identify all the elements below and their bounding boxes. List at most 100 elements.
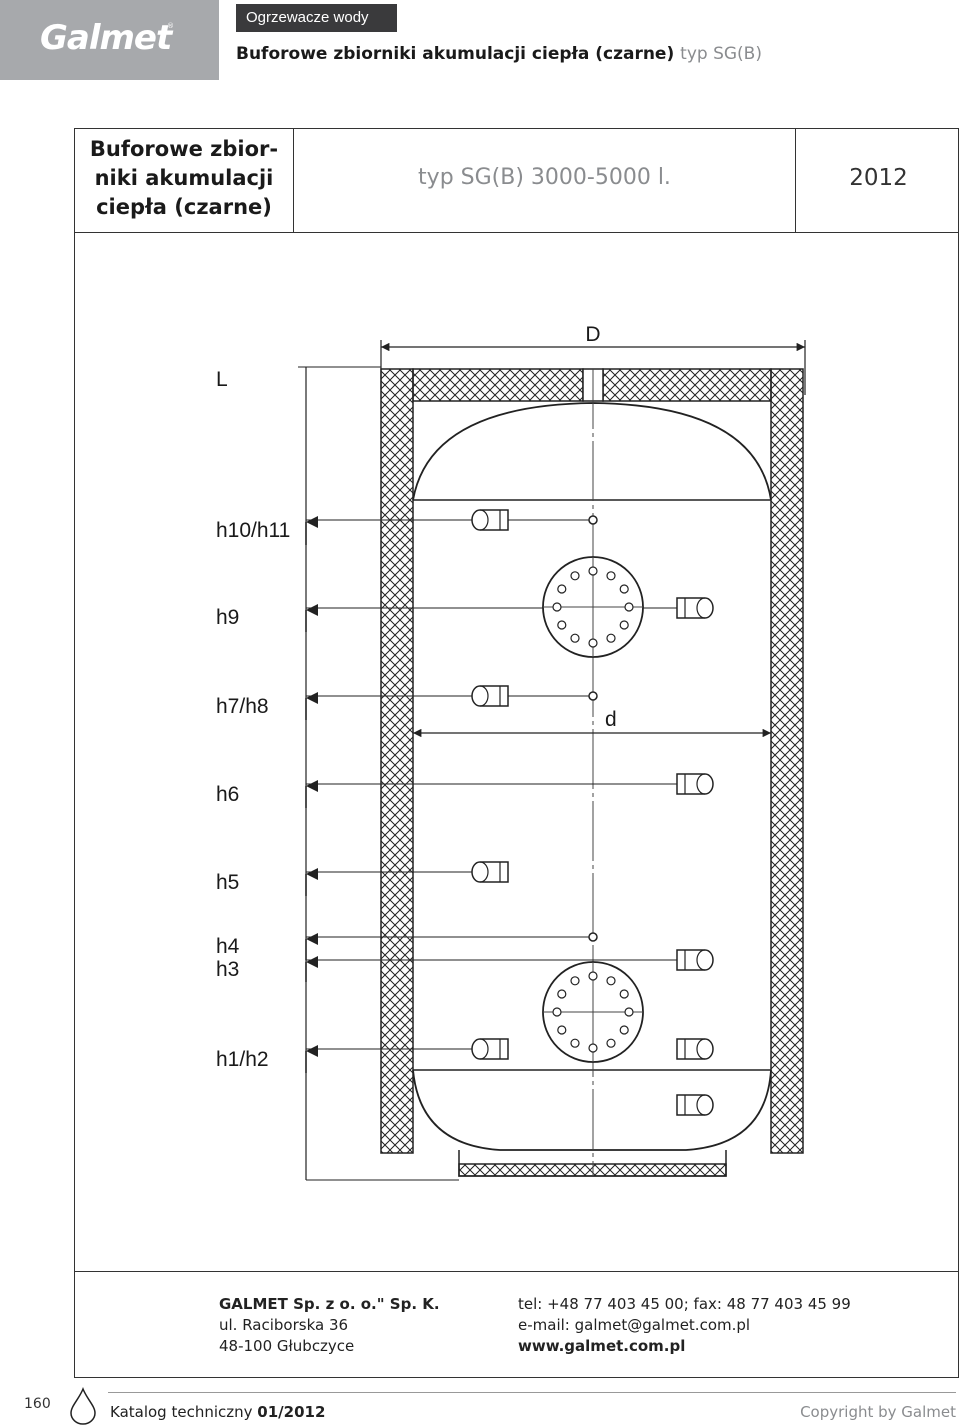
catalog-edition: 01/2012 [257,1403,326,1421]
flange-top-bolt [557,584,567,594]
nozzle-left-1-rim [479,509,489,531]
flange-top-bolt [619,584,629,594]
height-markers [305,516,685,1073]
sensor-h10h11 [588,515,598,525]
company-street: ul. Raciborska 36 [219,1316,349,1334]
flange-bottom-bolt [552,1007,562,1017]
insulation [380,368,804,1177]
nozzle-right-4 [676,1038,714,1060]
product-year: 2012 [849,165,908,191]
page-title-main: Buforowe zbiorniki akumulacji ciepła (cz… [236,44,675,64]
label-h9: h9 [216,606,239,629]
insulation-left [380,368,414,1154]
insulation-top-left [412,368,584,402]
nozzle-right-4-body [676,1038,714,1060]
flange-bottom-bolt [557,1025,567,1035]
flange-bottom-bolt [570,976,580,986]
nozzle-left-1-body [471,509,509,531]
label-h6: h6 [216,783,239,806]
company-email[interactable]: e-mail: galmet@galmet.com.pl [518,1316,751,1334]
flange-top-bolt [624,602,634,612]
nozzle-left-3-body [471,861,509,883]
nozzle-left-2-rim [479,685,489,707]
tank-bottom-dome [412,1069,772,1151]
registered-mark: ® [167,22,174,30]
dimension-D-label: D [585,323,600,346]
nozzle-right-3-body [676,949,714,971]
nozzle-right-5 [676,1094,714,1116]
product-name-line-1: Buforowe zbior- [89,137,279,161]
flange-top-bolt [606,571,616,581]
footer-row-divider [75,1271,958,1272]
flange-top-bolt [570,633,580,643]
flange-top-bolt [557,620,567,630]
nozzle-right-2 [676,773,714,795]
flange-top-bolt [606,633,616,643]
flange-bottom-bolt [557,989,567,999]
footer-rule [108,1392,956,1393]
flange-bottom-bolt [606,976,616,986]
flange-bottom-bolt [570,1038,580,1048]
nozzle-left-3-rim [479,861,489,883]
label-L: L [216,368,228,391]
nozzle-right-1 [676,597,714,619]
nozzle-left-3 [471,861,509,883]
catalog-label: Katalog techniczny 01/2012 [110,1403,325,1421]
copyright: Copyright by Galmet [800,1403,956,1421]
company-address: GALMET Sp. z o. o." Sp. K. ul. Raciborsk… [219,1294,440,1357]
company-name: GALMET Sp. z o. o." Sp. K. [219,1295,440,1313]
title-col-divider-2 [795,129,796,232]
spec-frame: Buforowe zbior- niki akumulacji ciepła (… [74,128,959,1378]
sensor-h7h8 [588,691,598,701]
title-row-divider [75,232,958,233]
nozzle-right-3-rim [696,949,706,971]
company-www[interactable]: www.galmet.com.pl [518,1337,686,1355]
flange-bottom-bolt [606,1038,616,1048]
product-name-line-2: niki akumulacji [94,166,274,190]
sensor-h4 [588,932,598,942]
flange-bottom-bolt [588,971,598,981]
label-h10h11: h10/h11 [216,519,290,542]
flange-bottom-bolt [619,1025,629,1035]
flange-bottom-bolt [588,1043,598,1053]
company-contact: tel: +48 77 403 45 00; fax: 48 77 403 45… [518,1294,851,1357]
company-phone: tel: +48 77 403 45 00; fax: 48 77 403 45… [518,1295,851,1313]
nozzle-left-4 [471,1038,509,1060]
logo-box: Galmet ® [0,0,219,80]
tank-top-dome [412,402,772,501]
nozzles [471,509,714,1116]
flange-top-bolt [588,638,598,648]
nozzle-right-2-body [676,773,714,795]
nozzle-right-3 [676,949,714,971]
flange-bottom [542,961,644,1063]
flange-top-bolt [619,620,629,630]
label-h4: h4 [216,935,240,958]
product-name-line-3: ciepła (czarne) [96,195,272,219]
flange-bottom-bolt [624,1007,634,1017]
insulation-right [770,368,804,1154]
catalog-prefix: Katalog techniczny [110,1403,253,1421]
page-title-suffix: typ SG(B) [680,44,762,64]
nozzle-left-2 [471,685,509,707]
nozzle-left-4-body [471,1038,509,1060]
label-h3: h3 [216,958,239,981]
nozzle-right-1-body [676,597,714,619]
flange-top-bolt [588,566,598,576]
page-number: 160 [24,1396,51,1412]
page-title: Buforowe zbiorniki akumulacji ciepła (cz… [236,44,762,64]
flange-top [542,556,644,658]
title-col-divider-1 [293,129,294,232]
flange-top-bolt [570,571,580,581]
nozzle-right-5-rim [696,1094,706,1116]
category-tag: Ogrzewacze wody [236,4,397,32]
label-h1h2: h1/h2 [216,1048,269,1071]
label-h7h8: h7/h8 [216,695,269,718]
insulation-top-right [602,368,772,402]
galmet-logo: Galmet [40,18,172,58]
nozzle-right-4-rim [696,1038,706,1060]
nozzle-left-1 [471,509,509,531]
product-type: typ SG(B) 3000-5000 l. [418,165,671,190]
sensor-points [588,515,598,942]
water-drop-icon [70,1387,96,1425]
